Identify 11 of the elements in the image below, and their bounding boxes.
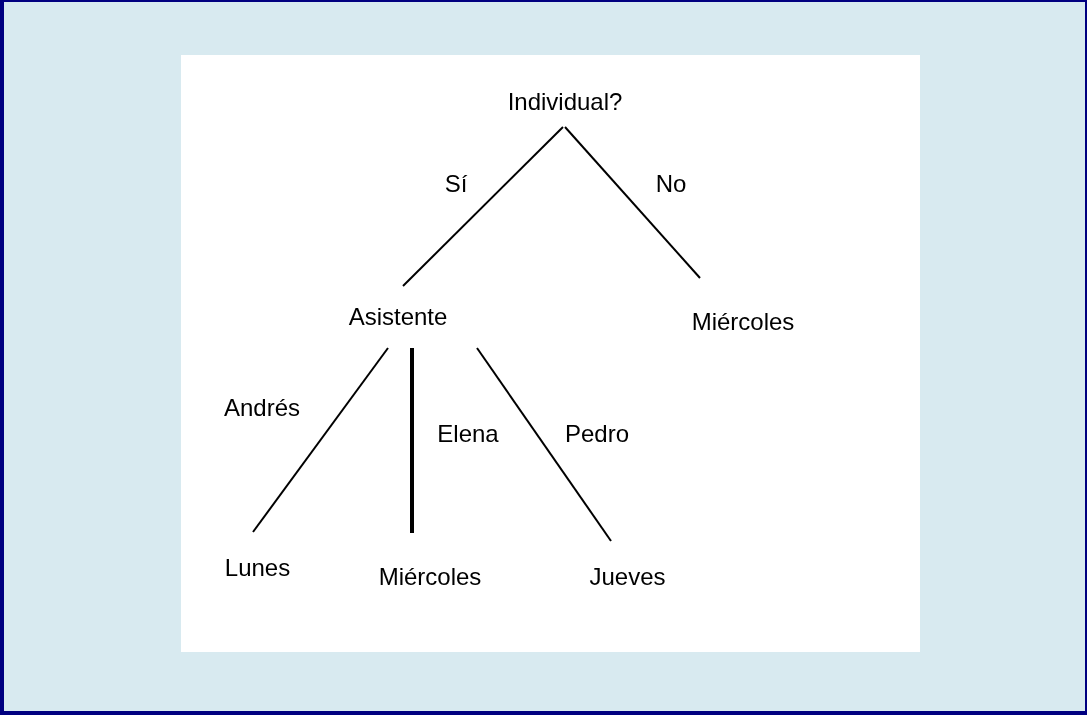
connector-line bbox=[564, 126, 701, 279]
node-label: Jueves bbox=[589, 563, 666, 591]
connector-line bbox=[402, 126, 564, 287]
connector-line bbox=[476, 347, 612, 542]
connector-line bbox=[410, 348, 414, 533]
node-label: Miércoles bbox=[378, 563, 482, 591]
node-label: Individual? bbox=[507, 87, 623, 116]
connector-line bbox=[252, 347, 389, 533]
node-label: Miércoles bbox=[691, 308, 795, 336]
node-label: Lunes bbox=[224, 554, 291, 582]
node-label: Asistente bbox=[348, 303, 448, 331]
